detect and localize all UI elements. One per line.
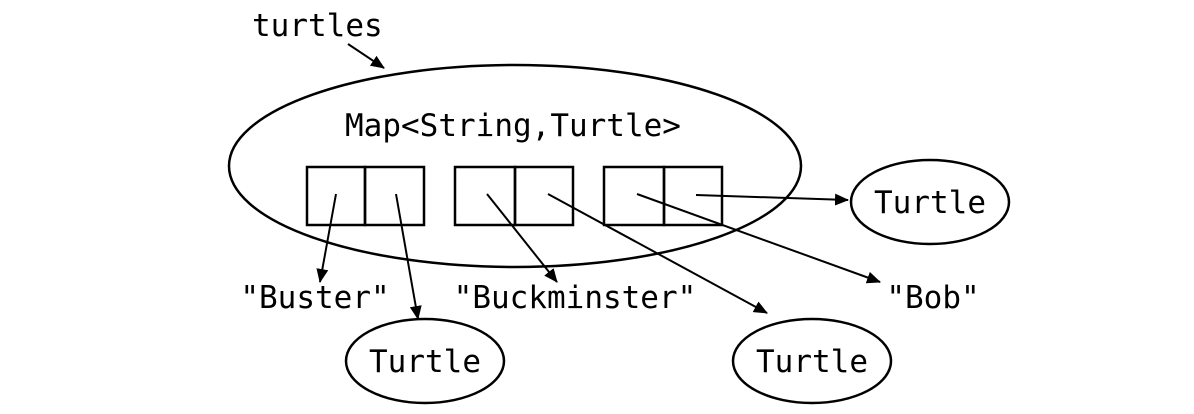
entry-1-key-arrow [316,193,337,283]
map-type-label: Map<String,Turtle> [345,108,681,144]
variable-reference-arrow [347,43,385,69]
turtle-object-1: Turtle [344,317,506,405]
entry-1-value-slot [363,165,426,227]
entry-1-value-arrow [395,193,422,320]
turtle-object-2-label: Turtle [756,344,868,380]
entry-3-value-arrow [695,193,849,206]
entry-2-value-arrow [547,193,768,314]
turtle-object-1-ellipse [344,317,506,405]
entry-2-value-slot [513,165,575,227]
turtle-object-3-label: Turtle [874,185,986,221]
turtle-object-2-ellipse [731,317,893,405]
turtle-object-3: Turtle [849,158,1011,246]
turtle-object-1-label: Turtle [369,344,481,380]
map-entry-1 [305,165,426,227]
map-entry-2 [453,165,575,227]
entry-3-key-slot [602,165,666,227]
variable-label-turtles: turtles [252,8,383,44]
entry-3-key-arrow [636,193,881,284]
turtle-object-3-ellipse [849,158,1011,246]
key-string-buster: "Buster" [240,280,389,316]
map-object-ellipse [227,63,803,269]
entry-2-key-arrow [486,193,558,283]
turtle-object-2: Turtle [731,317,893,405]
key-string-bob: "Bob" [886,280,979,316]
key-string-buckminster: "Buckminster" [454,280,697,316]
